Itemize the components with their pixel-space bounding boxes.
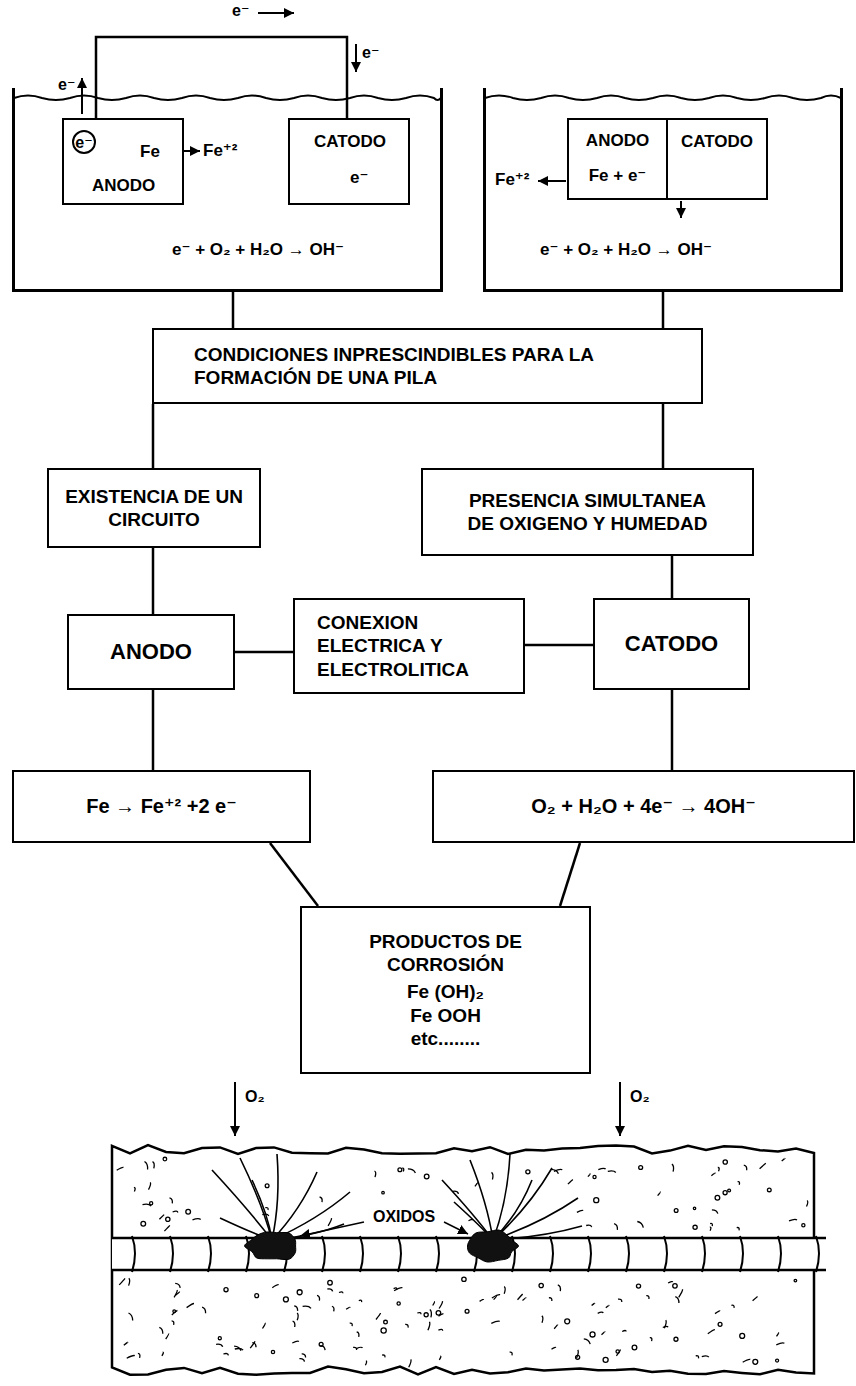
cell-container: Fe⁺² e⁻ + O₂ + H₂O → OH⁻ ANODO Fe + e⁻ CATOD… <box>483 88 843 292</box>
connector-line <box>671 556 674 598</box>
slab-drawing <box>112 1140 826 1380</box>
container-outline <box>14 88 442 291</box>
process-box: ANODO <box>67 614 235 690</box>
electron-label: e⁻ <box>362 44 379 62</box>
connector-line <box>232 292 235 328</box>
oxygen-label: O₂ <box>245 1088 265 1106</box>
connector-line <box>662 404 665 468</box>
node-text: CATODO <box>681 132 753 153</box>
node-text: e⁻ + O₂ + H₂O → OH⁻ <box>172 240 344 261</box>
node-text: Fe → Fe⁺² +2 e⁻ <box>86 794 237 818</box>
electron-flow-arrow <box>680 201 682 218</box>
electron-flow-arrow <box>355 44 357 72</box>
concrete-slab: OXIDOS <box>112 1140 826 1380</box>
node-text: CONDICIONES INPRESCINDIBLES PARA LA FORM… <box>194 343 681 389</box>
node-text: ANODO <box>92 176 155 197</box>
connector-line <box>235 651 293 654</box>
anode-box: e⁻ FeANODO <box>62 118 184 205</box>
oxide-deposit <box>467 1230 518 1262</box>
ion-flow-arrow <box>538 180 566 182</box>
node-text: Fe + e⁻ <box>589 166 647 187</box>
oxygen-arrow <box>234 1082 236 1136</box>
electron-flow-arrow <box>258 12 294 14</box>
external-wire <box>96 37 347 118</box>
node-text: ANODO <box>586 131 649 152</box>
node-text: PRODUCTOS DE CORROSIÓN <box>332 930 559 976</box>
connector-line <box>525 644 593 647</box>
node-text: e⁻ + O₂ + H₂O → OH⁻ <box>540 240 712 261</box>
process-box: PRESENCIA SIMULTANEA DE OXIGENO Y HUMEDA… <box>421 468 754 556</box>
crack-lines <box>212 1154 582 1240</box>
water-surface <box>14 96 441 101</box>
cathode-half: CATODO <box>666 118 768 200</box>
node-text: O₂ + H₂O + 4e⁻ → 4OH⁻ <box>531 794 756 818</box>
node-text: CATODO <box>625 631 718 658</box>
callout-label: OXIDOS <box>370 1206 438 1228</box>
process-box: CATODO <box>593 598 750 690</box>
oxide-deposit <box>245 1232 296 1260</box>
node-text: ANODO <box>110 639 192 666</box>
node-text: Fe (OH)₂ <box>407 980 484 1003</box>
products-box: PRODUCTOS DE CORROSIÓN Fe (OH)₂Fe OOHetc.… <box>300 906 591 1074</box>
node-text: Fe <box>140 142 160 163</box>
node-text: PRESENCIA SIMULTANEA DE OXIGENO Y HUMEDA… <box>457 489 718 535</box>
anode-half: ANODO Fe + e⁻ <box>567 118 668 200</box>
connector-line <box>560 843 580 906</box>
oxygen-label: O₂ <box>630 1088 650 1106</box>
node-text: e⁻ <box>350 168 368 189</box>
connector-line <box>152 548 155 614</box>
node-text: CATODO <box>314 132 386 153</box>
reaction-box: O₂ + H₂O + 4e⁻ → 4OH⁻ <box>432 770 855 843</box>
node-text: etc........ <box>411 1027 481 1050</box>
node-text: EXISTENCIA DE UN CIRCUITO <box>59 485 249 531</box>
connector-line <box>662 292 665 328</box>
node-text: CONEXION ELECTRICA Y ELECTROLITICA <box>317 611 507 681</box>
connector-line <box>270 843 318 906</box>
oxygen-arrow <box>619 1082 621 1136</box>
connector-line <box>152 690 155 770</box>
process-box: EXISTENCIA DE UN CIRCUITO <box>47 468 261 548</box>
container-outline <box>485 88 842 291</box>
node-text: Fe⁺² <box>495 170 529 191</box>
node-text: e⁻ <box>72 130 96 154</box>
reaction-box: Fe → Fe⁺² +2 e⁻ <box>12 770 311 843</box>
connector-line <box>152 404 155 468</box>
water-surface <box>485 96 841 101</box>
process-box: CONEXION ELECTRICA Y ELECTROLITICA <box>293 598 525 694</box>
process-box: CONDICIONES INPRESCINDIBLES PARA LA FORM… <box>152 328 703 404</box>
node-text: Fe OOH <box>410 1004 481 1027</box>
electron-label: e⁻ <box>58 76 75 94</box>
electron-label: e⁻ <box>232 2 249 20</box>
cell-container: Fe⁺² e⁻ + O₂ + H₂O → OH⁻ e⁻ FeANODO CATODO e⁻ <box>12 88 443 292</box>
cathode-box: CATODO e⁻ <box>288 118 410 205</box>
connector-line <box>671 690 674 770</box>
node-text: Fe⁺² <box>203 141 237 162</box>
